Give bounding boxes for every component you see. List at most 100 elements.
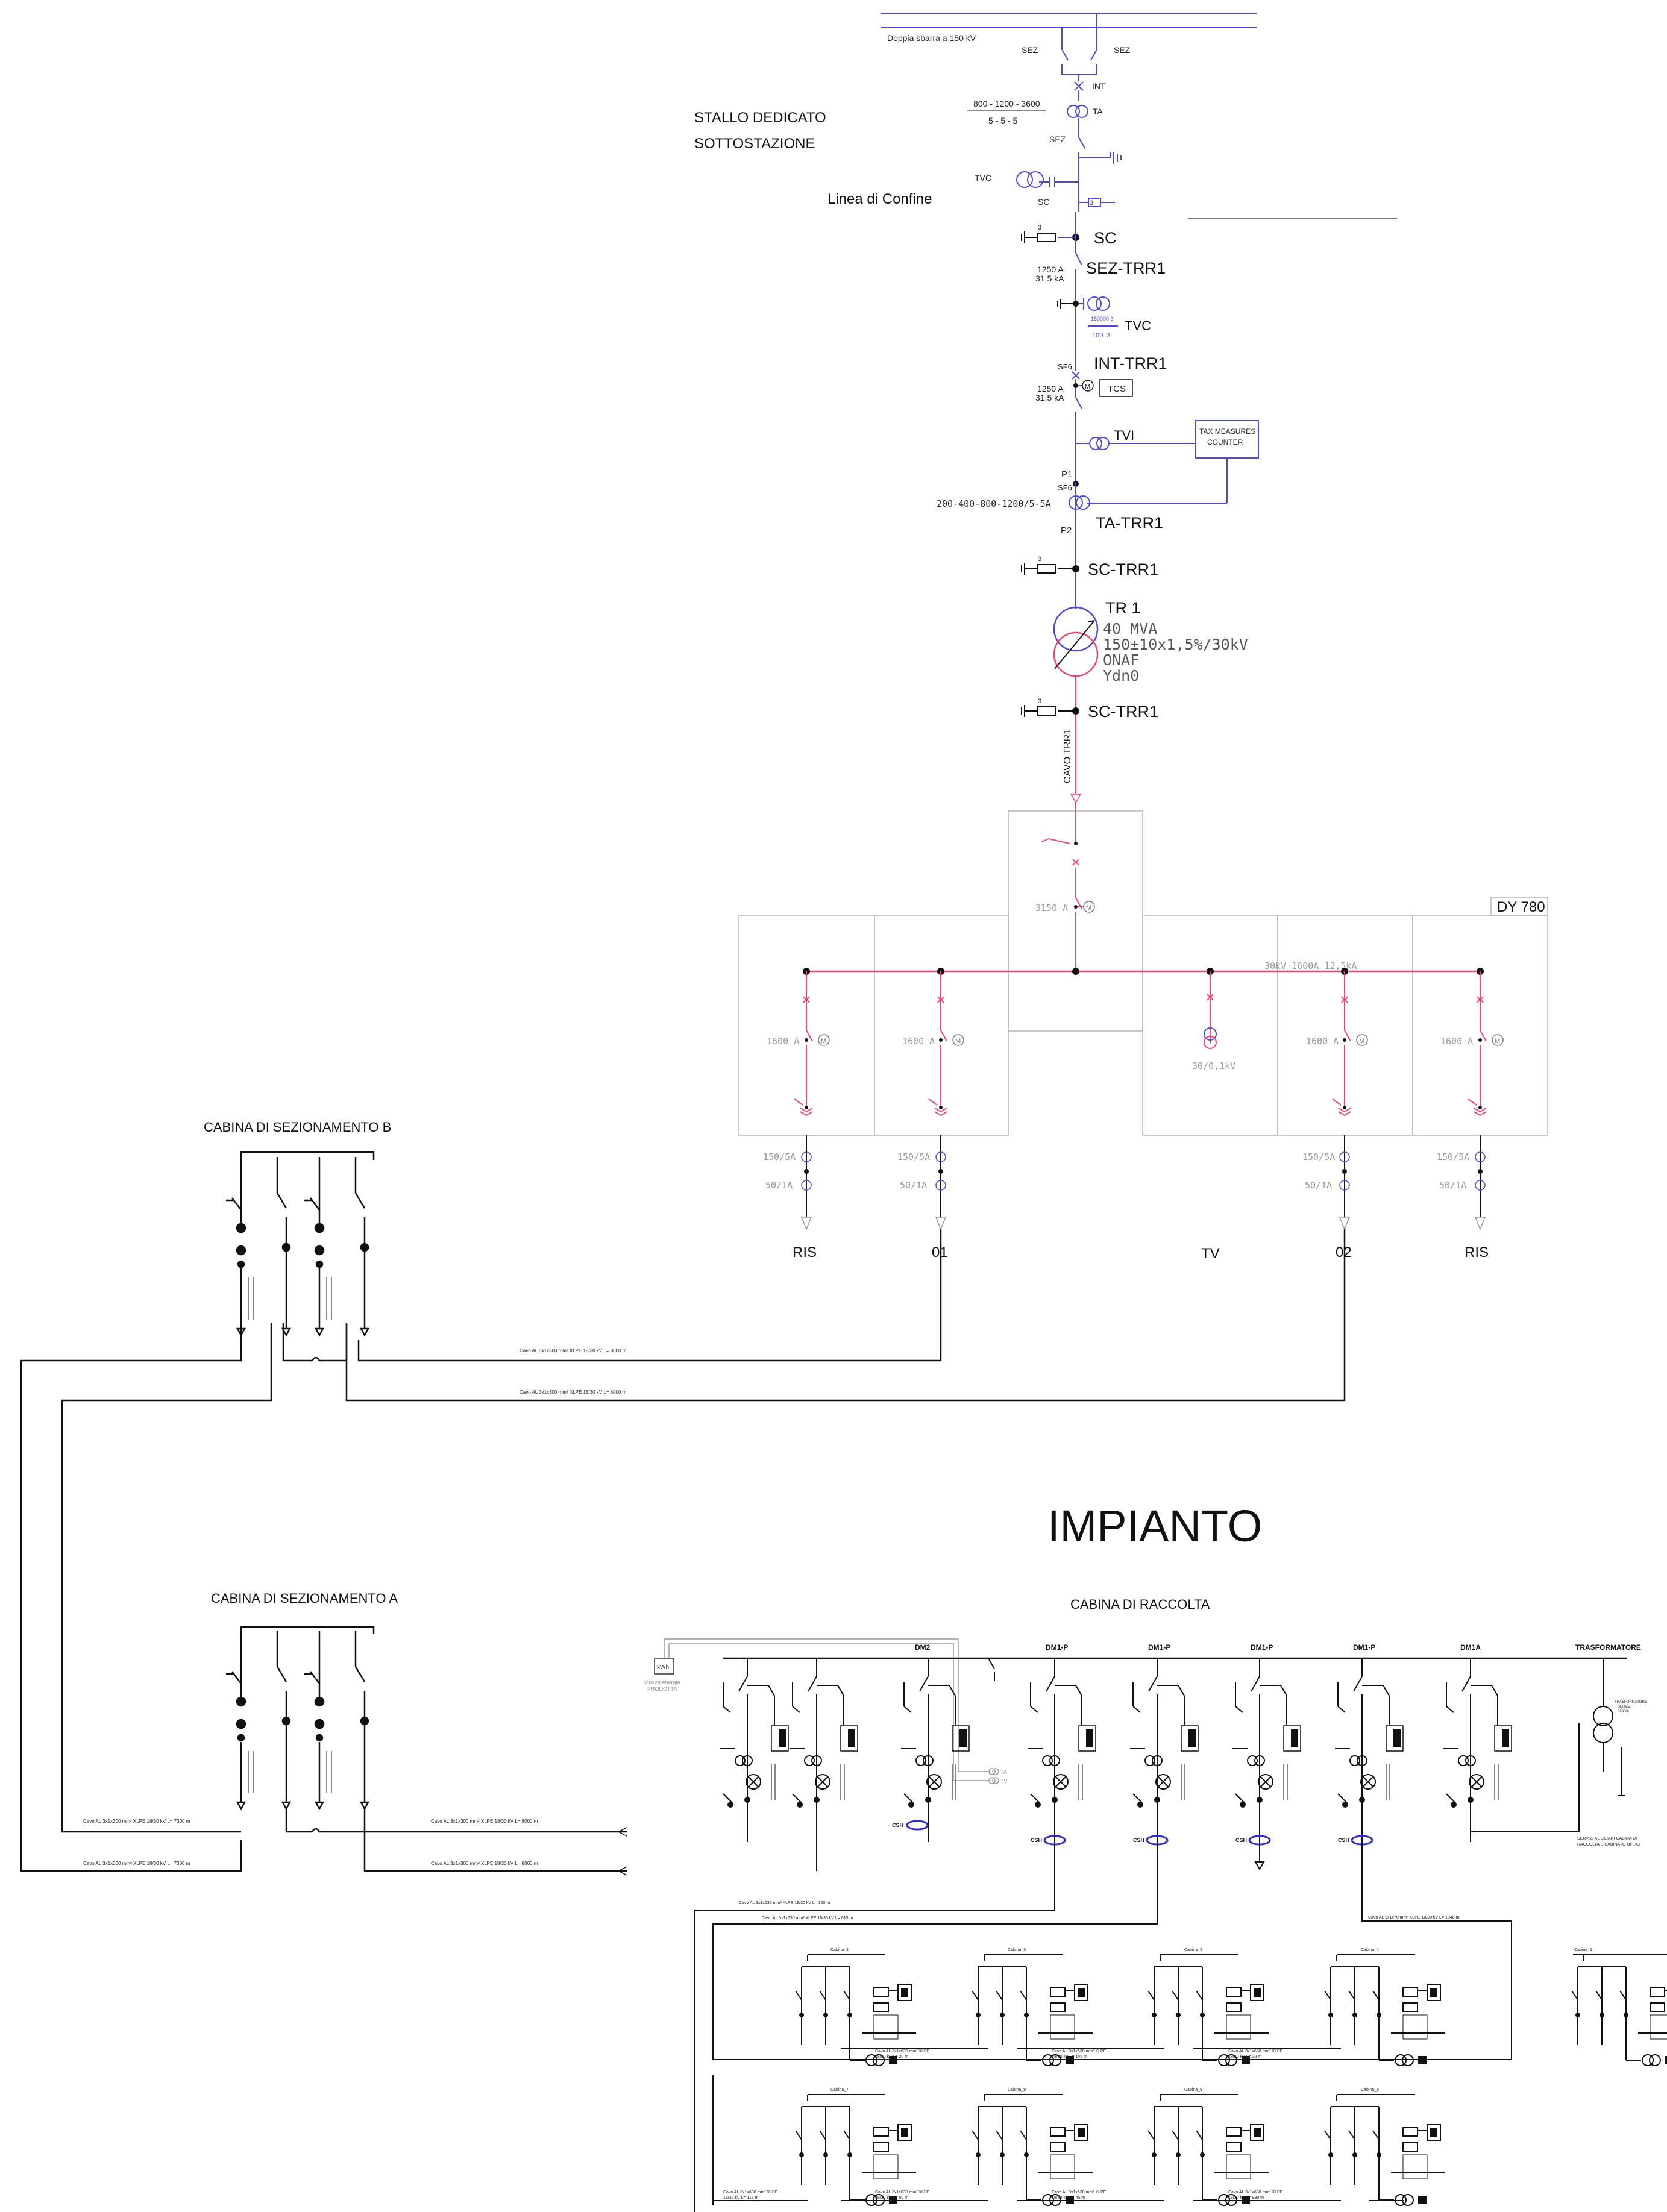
panel-title-dm1a: DM1A <box>1460 1643 1481 1652</box>
ct2-01: 50/1A <box>900 1180 927 1191</box>
panel-title-dm2: DM2 <box>915 1643 931 1652</box>
sub-name-cabina8: Cabina_8 <box>1008 2088 1026 2092</box>
incomer-rating: 3150 A <box>1035 903 1068 913</box>
sub-cable-r1-2b: 18/30 kV L= 145 m <box>1052 2055 1087 2059</box>
ta-label: TA <box>1093 107 1103 116</box>
cabin-b-title: CABINA DI SEZIONAMENTO B <box>204 1120 391 1135</box>
sub-name-cabina7: Cabina_7 <box>830 2088 849 2092</box>
tv-ratio: 30/0,1kV <box>1192 1061 1235 1071</box>
tvc-top-label: TVC <box>975 173 991 183</box>
sc-earth-count: 3 <box>1038 224 1041 231</box>
cable-b2-label: Cavo AL 3x1x300 mm² XLPE 18/30 kV L= 800… <box>520 1390 627 1395</box>
panel-title-dm1p-4: DM1-P <box>1353 1643 1375 1652</box>
switchboard-dy780: DY 780 M 3150 A 30kV 1600A 12,5kA <box>738 803 1548 1262</box>
cable-b1-label: Cavo AL 3x1x300 mm² XLPE 18/30 kV L= 800… <box>520 1348 627 1353</box>
meter-ta-tag: TA <box>1000 1769 1007 1775</box>
ct2-ris-a: 50/1A <box>765 1180 793 1191</box>
sub-cable-r1-2: Cavo AL 3x1x630 mm² XLPE <box>1052 2049 1107 2054</box>
sf6-label: SF6 <box>1058 362 1072 371</box>
feeder-rating-4: 1600 A <box>1440 1036 1473 1047</box>
rating-ka: 31,5 kA <box>1035 274 1064 283</box>
sc-trr1-earth: 3 <box>1038 556 1041 563</box>
tvc-ratio-2: 100: 3 <box>1092 332 1111 339</box>
raccolta-title: CABINA DI RACCOLTA <box>1070 1597 1210 1612</box>
sub-cable-r2-3b: 18/30 kV L= 990 m <box>1228 2196 1264 2200</box>
ct1-ris-b: 150/5A <box>1437 1151 1469 1162</box>
sub-name-cabina3: Cabina_3 <box>1008 1948 1026 1952</box>
ct1-ris-a: 150/5A <box>763 1151 796 1162</box>
feeder-motor-1: M <box>821 1038 826 1045</box>
switchboard-name: DY 780 <box>1497 899 1545 915</box>
tr1-group: Ydn0 <box>1103 667 1139 685</box>
panel-title-dm1p-3: DM1-P <box>1251 1643 1273 1652</box>
sc-trr1b-earth: 3 <box>1038 698 1041 705</box>
tax-label-2: COUNTER <box>1207 438 1243 446</box>
feeder-rating-3: 1600 A <box>1306 1036 1339 1047</box>
feeder-name-01: 01 <box>932 1244 948 1261</box>
aux-tx-side-2: SERVIZI <box>1618 1705 1632 1709</box>
feeder-motor-3: M <box>1359 1038 1364 1045</box>
sub-cable-r2-1b: 18/30 kV L= 60 m <box>875 2196 908 2200</box>
incomer-motor: M <box>1086 904 1091 912</box>
cable-a3-label: Cavo AL 3x1x300 mm² XLPE 18/30 kV L= 800… <box>431 1819 538 1824</box>
feeder-motor-2: M <box>955 1038 961 1045</box>
panel-title-dm1p-1: DM1-P <box>1046 1643 1068 1652</box>
ct2-ris-b: 50/1A <box>1439 1180 1466 1191</box>
ta-trr1-ratio: 200-400-800-1200/5-5A <box>937 498 1051 509</box>
sub-name-cabina5: Cabina_5 <box>1184 1948 1202 1952</box>
transformer-tr1: TR 1 40 MVA 150±10x1,5%/30kV ONAF Ydn0 3… <box>1021 599 1248 804</box>
feeder-motor-4: M <box>1495 1038 1500 1045</box>
cabin-a-title: CABINA DI SEZIONAMENTO A <box>211 1591 398 1606</box>
sf6b-label: SF6 <box>1058 483 1072 492</box>
feeder-rating-2: 1600 A <box>902 1036 935 1047</box>
feeder-name-ris-b: RIS <box>1465 1244 1489 1261</box>
ct1-01: 150/5A <box>897 1151 930 1162</box>
int-trr1-label: INT-TRR1 <box>1094 354 1167 372</box>
sub-cable-r2-3: Cavo AL 3x1x630 mm² XLPE <box>1228 2190 1283 2195</box>
rating2-ka: 31,5 kA <box>1035 393 1064 403</box>
rating2-current: 1250 A <box>1037 384 1064 393</box>
cable-routes <box>20 1229 1346 1872</box>
int-label: INT <box>1092 81 1106 91</box>
ct2-02: 50/1A <box>1305 1180 1332 1191</box>
sub-cable-r2-0: Cavo AL 3x1x630 mm² XLPE <box>723 2190 778 2195</box>
feeder-rating-1: 1600 A <box>767 1036 799 1047</box>
tr1-name: TR 1 <box>1105 599 1141 617</box>
sub-cable-r1-3b: 18/30 kV L= 20 m <box>1228 2055 1261 2059</box>
rl-cable-1: Cavo AL 3x1x630 mm² XLPE 18/30 kV L= 300… <box>739 1901 830 1905</box>
sub-cable-r2-2b: 18/30 kV L= 45 m <box>1052 2196 1085 2200</box>
rating-current: 1250 A <box>1037 265 1064 274</box>
stall-title-1: STALLO DEDICATO <box>694 110 826 126</box>
tr1-ratio: 150±10x1,5%/30kV <box>1103 636 1248 653</box>
feeder-name-02: 02 <box>1336 1244 1352 1261</box>
p2-label: P2 <box>1061 525 1072 536</box>
csh-label-2: CSH <box>1031 1837 1042 1843</box>
earth-count-top: 3 <box>1090 199 1093 207</box>
cable-trr1-label: CAVO TRR1 <box>1063 729 1073 783</box>
feeder-name-tv: TV <box>1201 1245 1220 1262</box>
tcs-label: TCS <box>1108 384 1126 394</box>
sc-label: SC <box>1094 229 1117 247</box>
csh-label-3: CSH <box>1133 1837 1144 1843</box>
ta-secondary-label: 5 - 5 - 5 <box>988 116 1017 125</box>
stall-title-2: SOTTOSTAZIONE <box>694 136 815 152</box>
aux-tx-side-3: 30 kVA <box>1618 1710 1629 1714</box>
sc-top-label: SC <box>1038 197 1049 207</box>
sub-name-cabina9: Cabina_9 <box>1184 2088 1202 2092</box>
sub-name-cabina1: Cabina_1 <box>1574 1948 1592 1952</box>
cabin-a: CABINA DI SEZIONAMENTO A Cavo AL 3x1x300… <box>83 1591 627 1876</box>
panel-title-transformer: TRASFORMATORE <box>1575 1643 1641 1652</box>
tvc-ratio-1: 150000 3 <box>1091 316 1114 322</box>
tvi-label: TVI <box>1114 428 1134 443</box>
panel-title-dm1p-2: DM1-P <box>1148 1643 1170 1652</box>
tvc-label: TVC <box>1125 318 1151 333</box>
rl-cable-3: Cavo AL 3x1x70 mm² XLPE 18/30 kV L= 1040… <box>1368 1916 1459 1920</box>
ta-ratio-label: 800 - 1200 - 3600 <box>973 99 1040 108</box>
sub-name-cabina4: Cabina_4 <box>1361 1948 1379 1952</box>
tr1-cooling: ONAF <box>1103 651 1139 669</box>
sub-cable-r2-1: Cavo AL 3x1x630 mm² XLPE <box>875 2190 930 2195</box>
tr1-power: 40 MVA <box>1103 620 1157 638</box>
sc-trr1b-label: SC-TRR1 <box>1088 703 1158 721</box>
tcs-box <box>1099 379 1133 397</box>
